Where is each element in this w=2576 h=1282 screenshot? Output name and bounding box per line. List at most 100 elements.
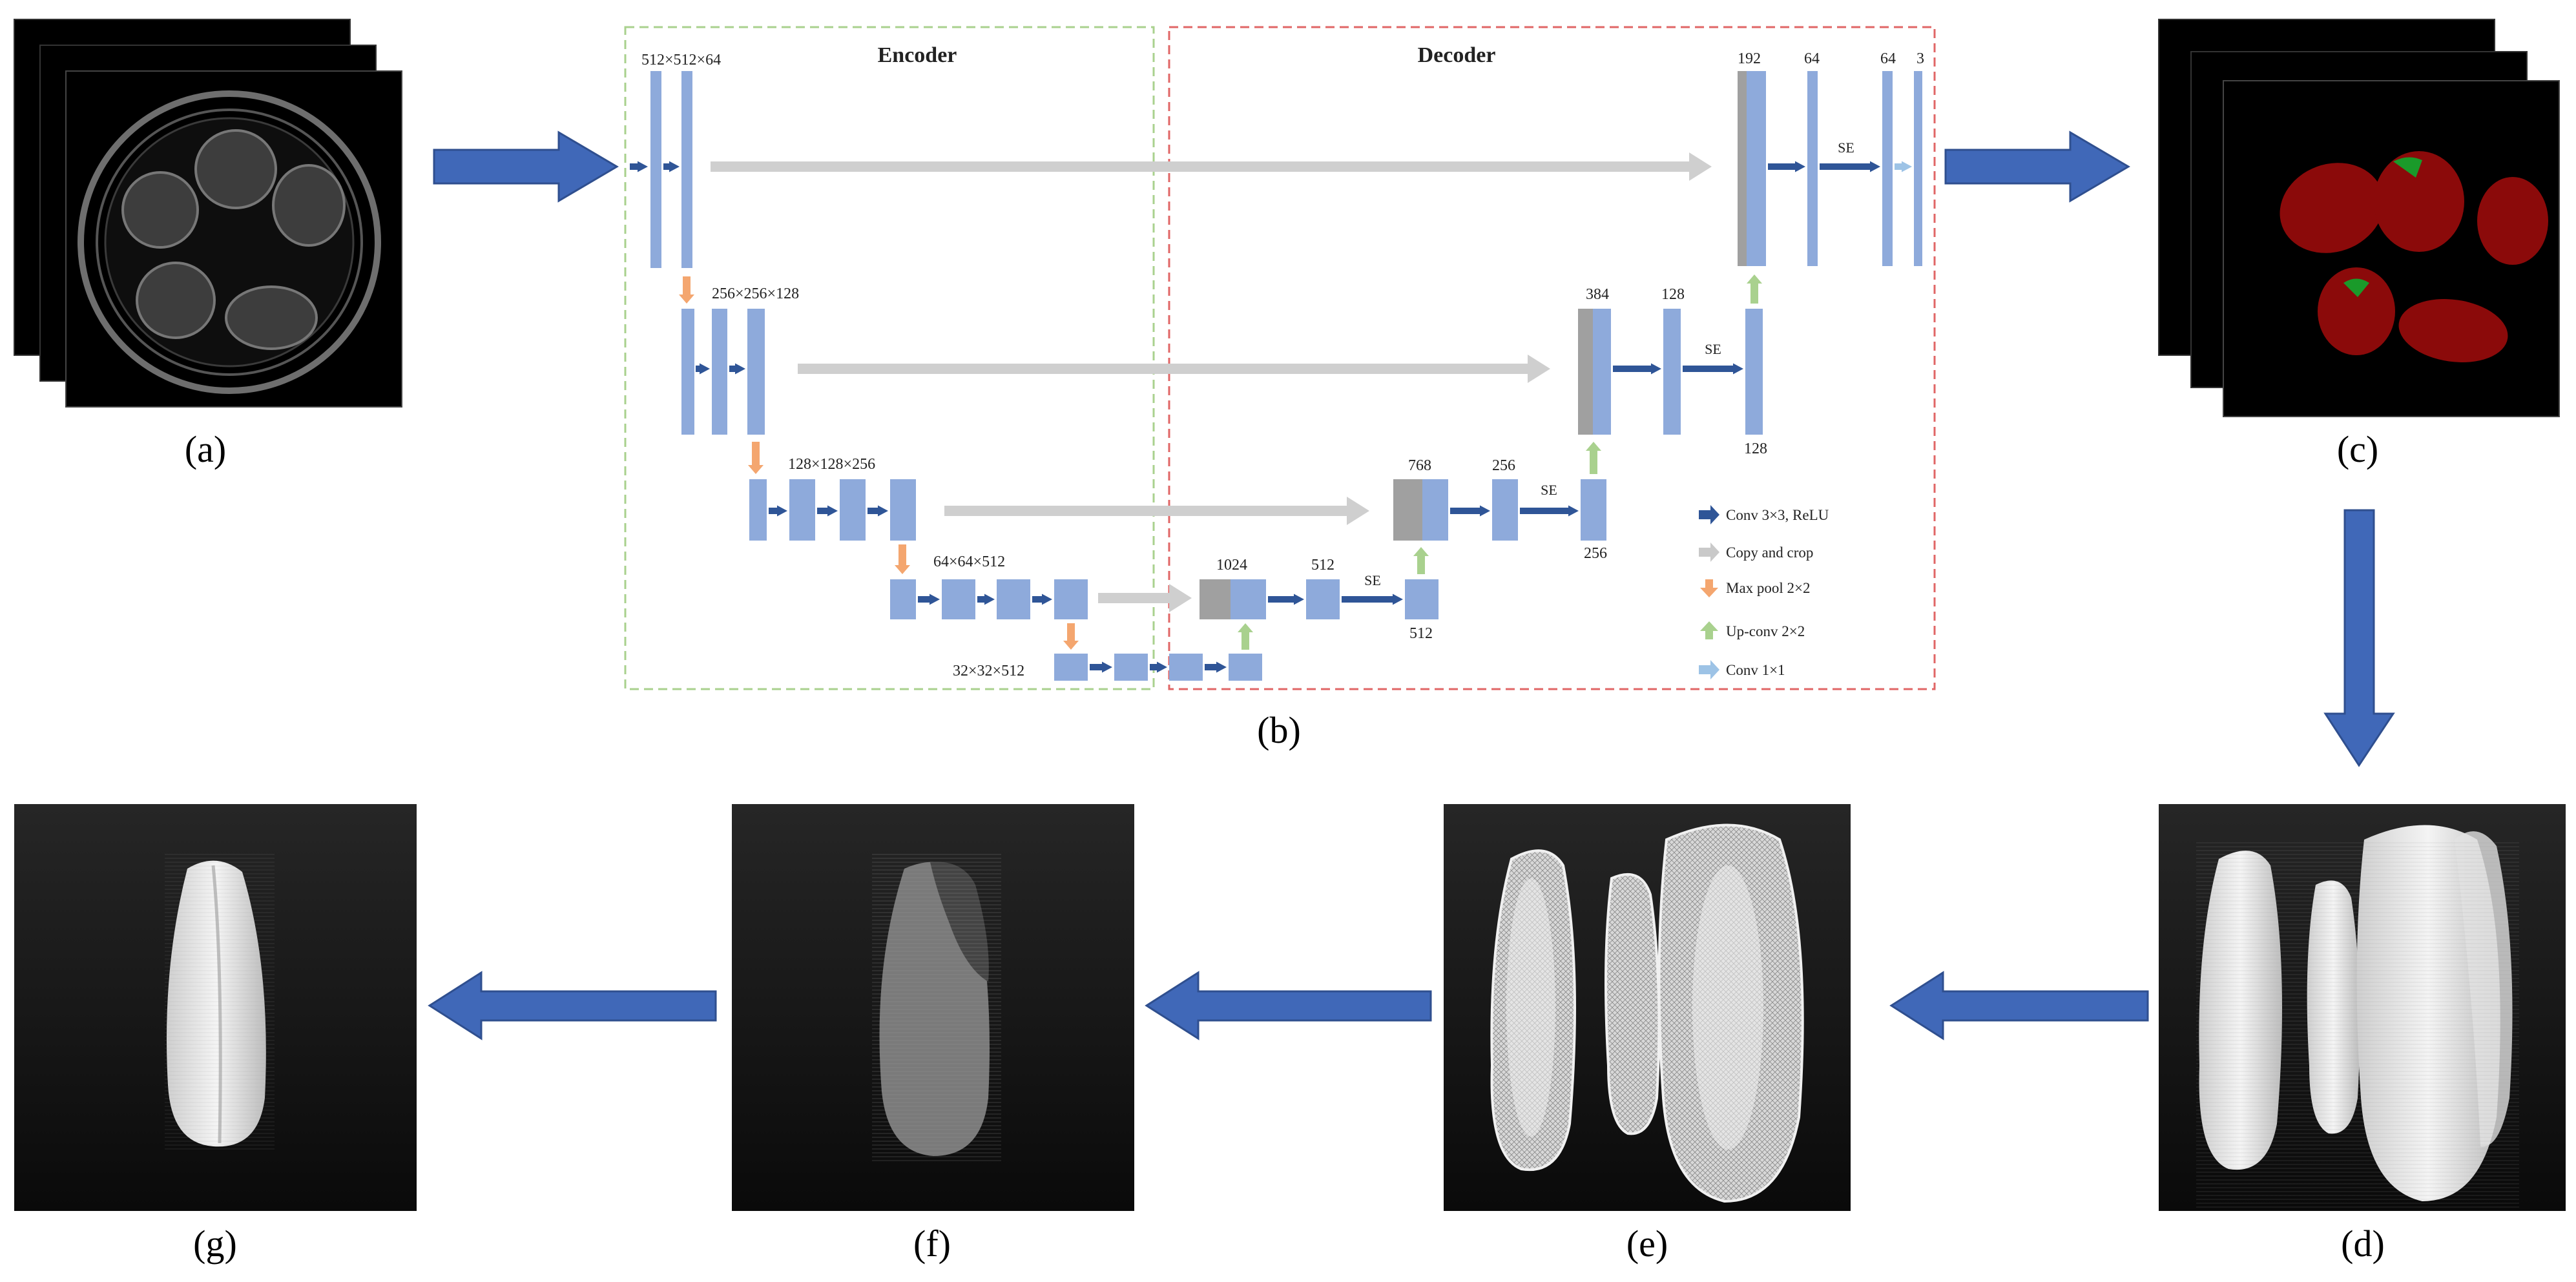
encoder-dim-3: 128×128×256	[788, 456, 875, 473]
label-g: (g)	[193, 1223, 237, 1265]
conv-arrow	[769, 505, 787, 517]
legend-pool-swatch	[1700, 579, 1718, 597]
segmentation-mask	[2280, 151, 2548, 362]
se-label-1: SE	[1838, 140, 1854, 156]
encoder-level-4: 64×64×512	[890, 553, 1088, 619]
conv-arrow	[1032, 594, 1052, 605]
conv-arrow	[696, 363, 710, 375]
label-c: (c)	[2337, 428, 2378, 470]
upconv-arrow	[1586, 442, 1601, 474]
upconv-arrow	[1413, 547, 1429, 574]
maxpool-arrow	[895, 544, 910, 574]
panel-e-3d-mesh: (e)	[1444, 804, 1851, 1265]
conv-arrow	[1090, 661, 1112, 673]
legend-conv-label: Conv 3×3, ReLU	[1726, 507, 1829, 523]
maxpool-arrows	[679, 276, 1079, 650]
panel-f-single-grain-segmented: (f)	[732, 804, 1134, 1265]
channels-768: 768	[1408, 457, 1431, 474]
se-label-3: SE	[1541, 482, 1557, 498]
encoder-level-3: 128×128×256	[749, 456, 916, 541]
legend-conv1-swatch	[1699, 660, 1719, 679]
se-conv-arrow	[1820, 161, 1880, 172]
se-conv-arrow	[1520, 505, 1579, 517]
upconv-arrow	[1238, 623, 1253, 650]
maxpool-arrow	[1063, 623, 1079, 650]
conv-arrow	[1268, 594, 1304, 605]
channels-64-out: 64	[1804, 50, 1820, 67]
encoder-level-1: 512×512×64	[641, 52, 721, 268]
encoder-dim-4: 64×64×512	[933, 553, 1005, 570]
arrow-f-to-g	[428, 971, 717, 1040]
label-f: (f)	[913, 1223, 951, 1265]
channels-384: 384	[1586, 286, 1609, 303]
conv-arrows	[630, 161, 1912, 673]
legend-upconv-swatch	[1700, 621, 1718, 639]
conv-arrow	[1205, 661, 1227, 673]
arrow-b-to-c	[1944, 130, 2130, 203]
conv-arrow	[1768, 161, 1805, 172]
arrow-e-to-f	[1145, 971, 1432, 1040]
conv-arrow	[867, 505, 888, 517]
conv-arrow	[729, 363, 745, 375]
conv-arrow	[817, 505, 838, 517]
conv-arrow	[1450, 505, 1490, 517]
legend-upconv-label: Up-conv 2×2	[1726, 623, 1805, 639]
conv-arrow	[1613, 363, 1661, 375]
conv-arrow	[663, 161, 680, 172]
decoder-level-2: 384 128 128	[1578, 286, 1767, 457]
encoder-dim-1: 512×512×64	[641, 52, 721, 68]
channels-3: 3	[1916, 50, 1924, 67]
decoder-level-3: 768 256 256	[1393, 457, 1607, 562]
se-label-2: SE	[1705, 341, 1721, 357]
label-d: (d)	[2341, 1223, 2385, 1265]
panel-c-segmentation: (c)	[2158, 19, 2560, 470]
encoder-region	[624, 26, 1155, 690]
se-conv-arrow	[1683, 363, 1743, 375]
arrow-a-to-b	[433, 130, 619, 203]
copy-crop-arrows	[711, 152, 1712, 612]
arrow-d-to-e	[1889, 971, 2149, 1040]
channels-512-bottom: 512	[1409, 625, 1433, 642]
channels-1024: 1024	[1216, 557, 1247, 574]
encoder-level-2: 256×256×128	[681, 285, 799, 435]
channels-256-bottom: 256	[1584, 545, 1607, 562]
panel-a-ct-slices: (a)	[14, 19, 402, 470]
conv-arrow	[630, 161, 648, 172]
channels-512-out: 512	[1311, 557, 1335, 574]
bottleneck: 32×32×512	[953, 654, 1262, 681]
label-b: (b)	[1257, 709, 1301, 751]
channels-192: 192	[1738, 50, 1761, 67]
conv-arrow	[1150, 661, 1167, 673]
channels-64-se: 64	[1880, 50, 1896, 67]
panel-d-3d-surface: (d)	[2159, 804, 2566, 1265]
legend-copy-label: Copy and crop	[1726, 544, 1813, 561]
unet-legend: Conv 3×3, ReLU Copy and crop Max pool 2×…	[1699, 505, 1829, 679]
panel-b-unet-diagram: Encoder Decoder 512×512×64 256×256×128	[624, 26, 1936, 751]
maxpool-arrow	[679, 276, 694, 304]
legend-copy-swatch	[1699, 543, 1719, 562]
decoder-level-4: 1024 512 512	[1200, 557, 1439, 642]
ct-slice-image	[78, 90, 381, 394]
channels-256-out: 256	[1492, 457, 1515, 474]
encoder-dim-2: 256×256×128	[712, 285, 799, 302]
conv-arrow	[918, 594, 940, 605]
encoder-dim-5: 32×32×512	[953, 663, 1024, 679]
panel-g-single-grain: (g)	[14, 804, 417, 1265]
upconv-arrows	[1238, 274, 1762, 650]
legend-conv-swatch	[1699, 505, 1719, 524]
label-e: (e)	[1626, 1223, 1668, 1265]
decoder-title: Decoder	[1418, 43, 1496, 67]
arrow-c-to-d	[2323, 509, 2395, 767]
legend-conv1-label: Conv 1×1	[1726, 662, 1785, 678]
upconv-arrow	[1747, 274, 1762, 304]
channels-128-out: 128	[1661, 286, 1685, 303]
channels-128-bottom: 128	[1744, 440, 1767, 457]
encoder-title: Encoder	[878, 43, 957, 67]
maxpool-arrow	[748, 442, 763, 474]
conv1x1-arrow	[1895, 161, 1912, 172]
conv-arrow	[977, 594, 995, 605]
decoder-region	[1168, 26, 1936, 690]
decoder-level-1: 192 64 64 3	[1738, 50, 1924, 266]
label-a: (a)	[185, 428, 226, 470]
